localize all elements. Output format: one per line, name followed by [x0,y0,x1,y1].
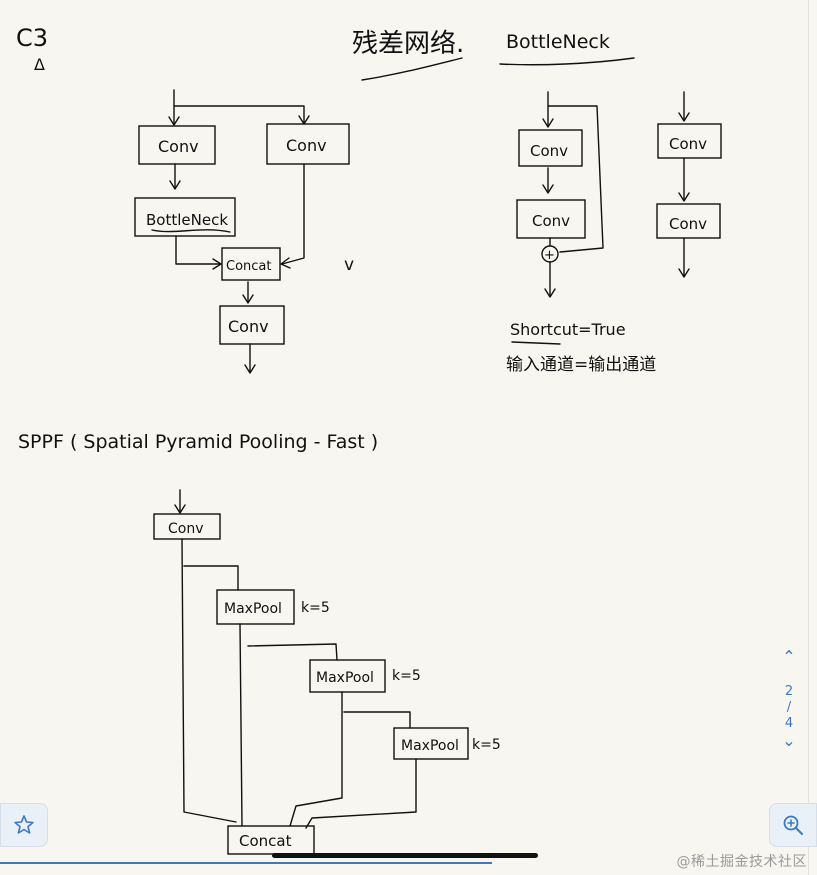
progress-line [0,862,492,864]
bn-plain-conv2: Conv [669,215,707,233]
c3-concat-box [221,247,281,281]
sppf-pool2: MaxPool [316,670,374,686]
sppf-pool3: MaxPool [401,738,459,754]
bottleneck-underline [499,57,635,66]
bn-conv2: Conv [532,212,570,230]
sppf-pool3-box [393,727,469,760]
zoom-in-button[interactable] [769,803,817,847]
bn-conv1-box [518,129,583,167]
c3-conv-b: Conv [286,136,327,155]
c3-conv-b-box [266,123,350,165]
bn-conv2-box [516,199,586,239]
c3-conv-out: Conv [228,317,269,336]
sppf-k3: k=5 [472,737,501,753]
right-scroll-rail[interactable] [808,0,817,875]
c3-conv-out-box [219,305,285,345]
star-icon [14,815,34,834]
sppf-conv: Conv [168,521,204,537]
c3-conv-a-box [138,125,216,165]
page-total: 4 [784,716,794,731]
watermark: @稀土掘金技术社区 [676,854,807,870]
bn-plain-conv1: Conv [669,135,707,153]
residual-network-title: 残差网络. [352,29,464,59]
check-mark: v [344,255,354,275]
sppf-pool2-box [309,659,386,693]
favorite-button[interactable] [0,803,48,847]
page-down-chevron-icon[interactable]: ⌄ [782,731,796,750]
page-navigator: ⌃ 2 / 4 ⌄ [773,648,805,768]
bottleneck-shortcut-diagram: Conv Conv + Shortcut=True 输入通道=输出通道 [506,91,656,375]
page-separator: / [786,700,792,715]
c3-title: C3 [16,24,48,52]
shortcut-note: Shortcut=True [510,320,626,339]
page-current: 2 [784,684,794,699]
sppf-title: SPPF ( Spatial Pyramid Pooling - Fast ) [18,431,378,453]
bn-conv1: Conv [530,142,568,160]
bn-plain-conv2-box [656,203,721,239]
bn-plain-conv1-box [657,123,722,159]
sppf-k1: k=5 [301,600,330,616]
sppf-concat-box [227,825,315,855]
home-indicator[interactable] [272,853,538,858]
residual-underline [361,57,463,81]
add-symbol: + [544,248,555,263]
c3-concat: Concat [226,259,271,274]
sppf-conv-box [153,513,221,540]
bottleneck-plain-diagram: Conv Conv [656,91,722,278]
c3-conv-a: Conv [158,137,199,156]
sppf-k2: k=5 [392,668,421,684]
bottleneck-title: BottleNeck [506,31,610,53]
sppf-pool1-box [216,589,295,625]
zoom-in-icon [783,815,803,835]
c3-bottleneck-box [134,197,236,237]
c3-title-mark: Δ [34,55,45,74]
sppf-concat: Concat [239,832,292,850]
sppf-diagram: Conv MaxPool k=5 MaxPool k=5 MaxPool k=5… [153,489,501,855]
c3-diagram: Conv Conv BottleNeck Concat Conv v [134,89,354,374]
page-up-chevron-icon[interactable]: ⌃ [782,647,796,666]
c3-bottleneck: BottleNeck [146,211,228,229]
sppf-pool1: MaxPool [224,601,282,617]
channel-note: 输入通道=输出通道 [506,355,656,375]
